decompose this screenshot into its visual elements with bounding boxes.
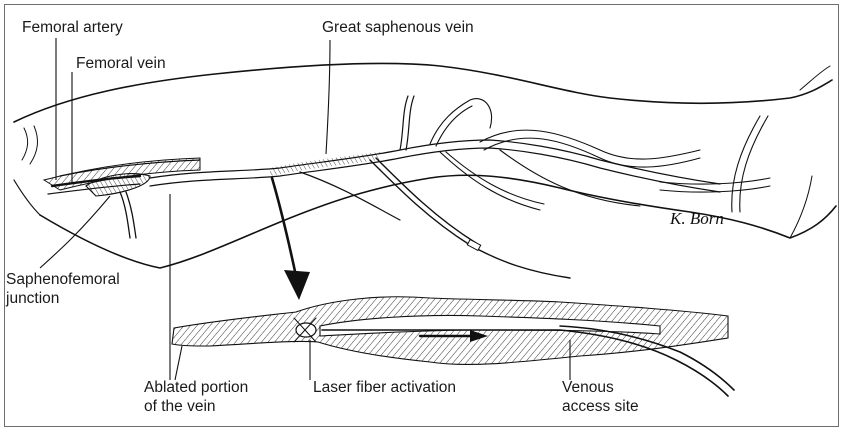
great-saphenous-vein [150,96,770,278]
label-saphenofemoral-line1: Saphenofemoral [6,271,120,288]
label-venous-line1: Venous [562,379,614,396]
label-venous-line2: access site [562,398,639,415]
label-ablated-line1: Ablated portion [144,379,248,396]
zoom-arrow [272,178,310,300]
label-great-saphenous-vein: Great saphenous vein [322,19,474,36]
label-saphenofemoral-line2: junction [5,290,59,307]
label-femoral-vein: Femoral vein [76,55,166,72]
label-femoral-artery: Femoral artery [22,19,123,36]
label-laser-fiber: Laser fiber activation [313,379,456,396]
artist-signature: K. Born [669,209,724,228]
label-ablated-line2: of the vein [144,398,216,415]
